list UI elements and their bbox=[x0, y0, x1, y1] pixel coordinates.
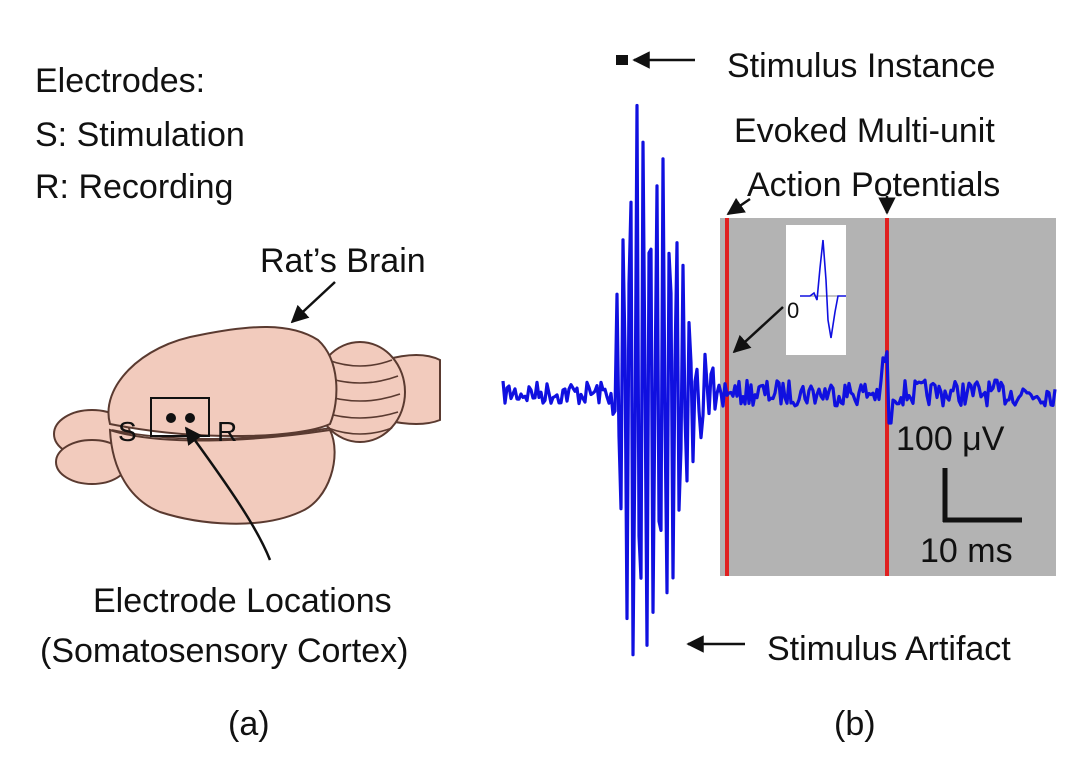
inset-zero-label: 0 bbox=[787, 298, 799, 323]
legend-recording: R: Recording bbox=[35, 168, 233, 206]
stimulation-electrode-dot bbox=[166, 413, 176, 423]
scale-time-label: 10 ms bbox=[920, 532, 1013, 570]
inset-background bbox=[786, 225, 846, 355]
panel-a: Electrodes: S: Stimulation R: Recording … bbox=[35, 62, 441, 743]
stimulus-artifact-label: Stimulus Artifact bbox=[767, 630, 1011, 668]
stimulus-instance-label: Stimulus Instance bbox=[727, 47, 995, 85]
scale-voltage-label: 100 μV bbox=[896, 420, 1005, 458]
caption-a: (a) bbox=[228, 705, 270, 743]
electrode-box bbox=[150, 397, 210, 437]
stimulus-instance-marker bbox=[616, 55, 628, 65]
brain-label-arrow bbox=[290, 281, 336, 324]
electrode-s-label: S bbox=[118, 416, 137, 447]
recording-electrode-dot bbox=[185, 413, 195, 423]
neural-signal-trace bbox=[501, 103, 1057, 657]
scale-bar: 100 μV 10 ms bbox=[896, 420, 1022, 570]
legend-title: Electrodes: bbox=[35, 62, 205, 100]
caption-b: (b) bbox=[834, 705, 876, 743]
location-label-line1: Electrode Locations bbox=[93, 582, 392, 620]
location-label-line2: (Somatosensory Cortex) bbox=[40, 632, 408, 670]
evoked-arrow-left bbox=[726, 197, 751, 216]
brain-label: Rat’s Brain bbox=[260, 242, 426, 280]
electrode-r-label: R bbox=[217, 416, 237, 447]
evoked-label-line2: Action Potentials bbox=[747, 166, 1000, 204]
spike-waveform-inset: 0 bbox=[786, 225, 846, 355]
evoked-label-line1: Evoked Multi-unit bbox=[734, 112, 995, 150]
panel-b: Stimulus Instance Evoked Multi-unit Acti… bbox=[501, 47, 1057, 743]
legend-stimulation: S: Stimulation bbox=[35, 116, 245, 154]
inset-pointer-arrow bbox=[732, 306, 784, 354]
electrode-location-arrow bbox=[184, 426, 272, 561]
rat-brain-illustration bbox=[53, 326, 441, 525]
inset-spike-trace bbox=[800, 239, 846, 339]
